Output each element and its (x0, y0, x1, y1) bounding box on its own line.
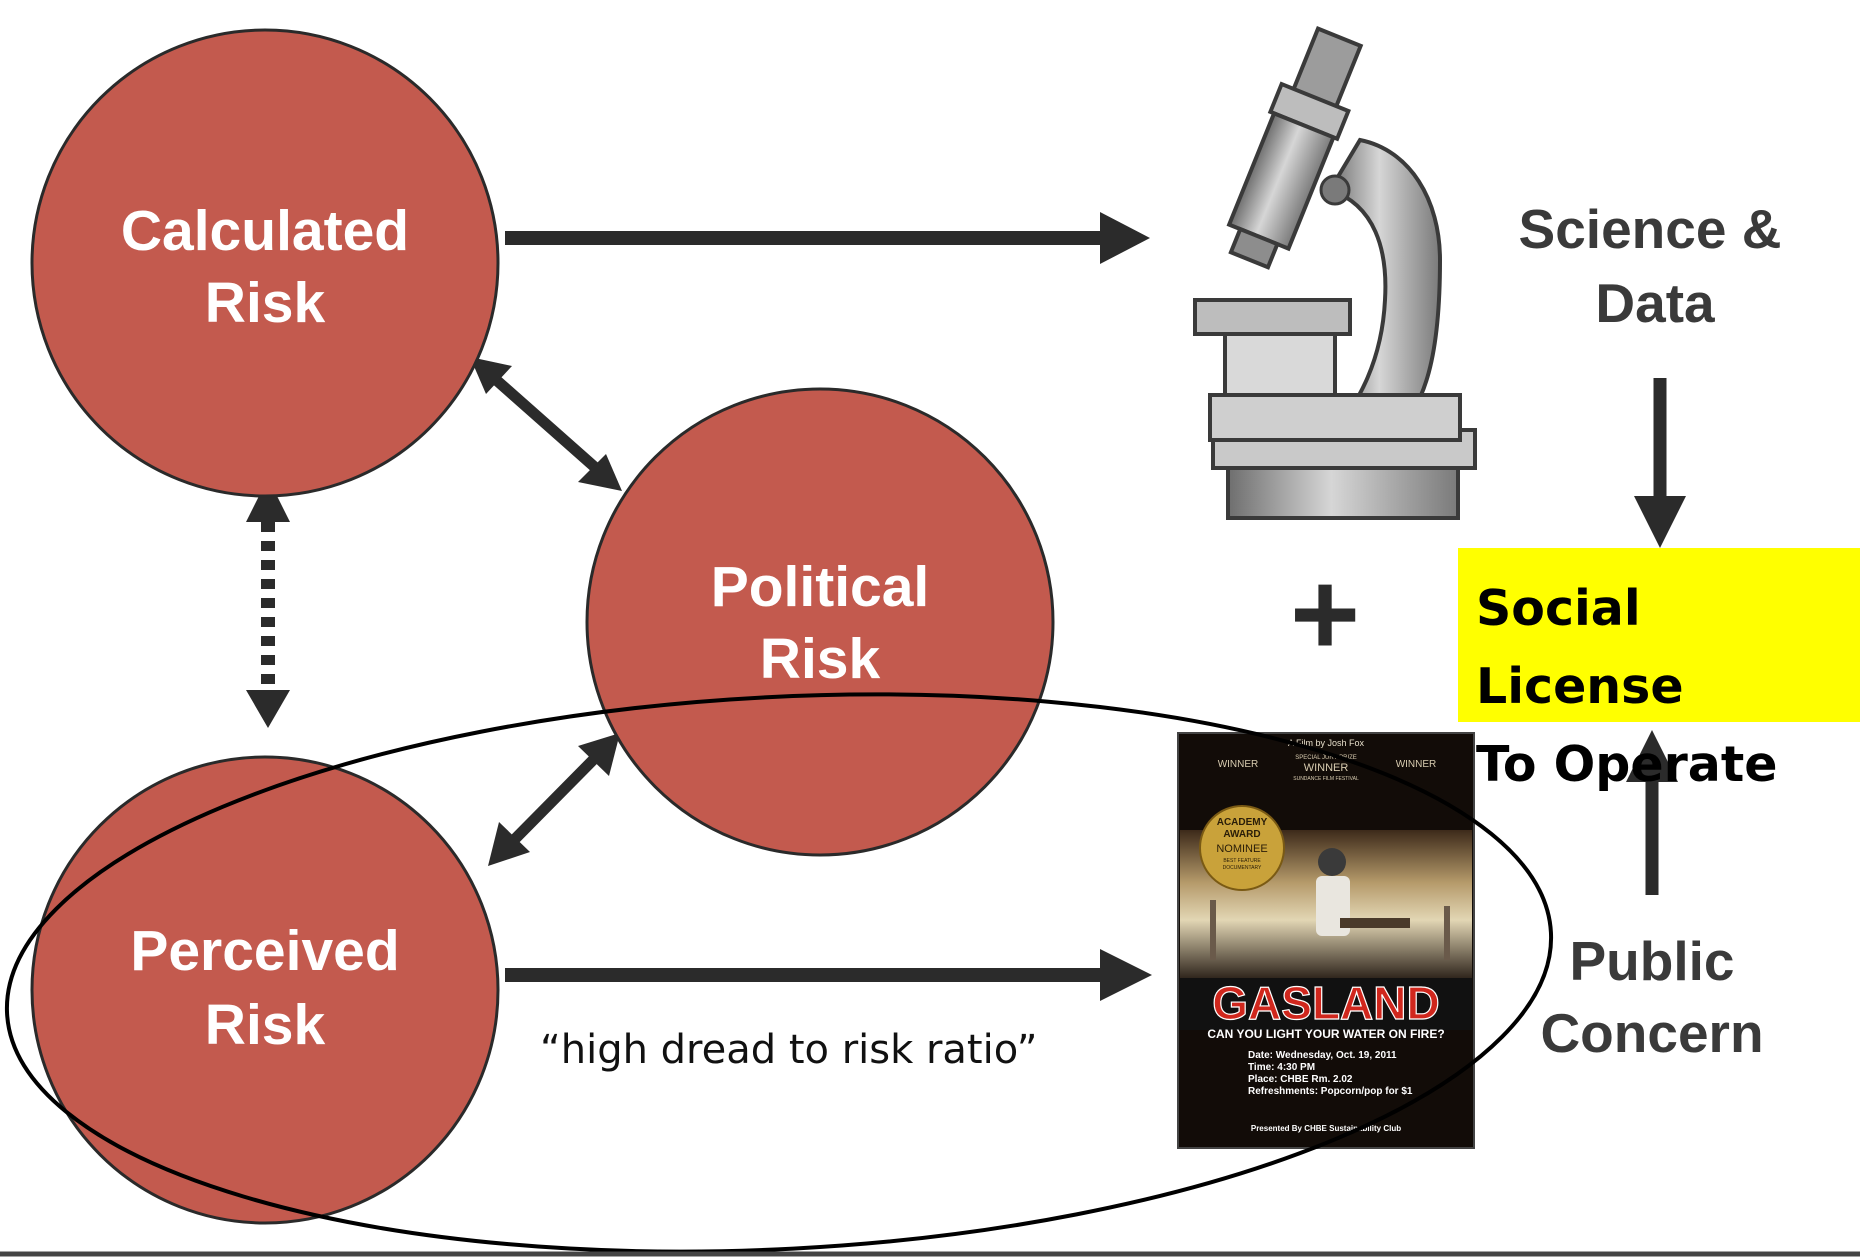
perceived-risk-label-1: Perceived (130, 919, 399, 983)
science-data-label-2: Data (1595, 272, 1715, 334)
perceived-risk-label-2: Risk (205, 993, 326, 1057)
social-license-box: Social License To Operate (1458, 548, 1860, 793)
poster-award-badge: ACADEMY AWARD NOMINEE BEST FEATURE DOCUM… (1199, 805, 1285, 891)
calculated-risk-label-2: Risk (205, 271, 326, 335)
arrow-public-to-license (1626, 730, 1678, 895)
public-concern-label-2: Concern (1540, 1002, 1763, 1064)
poster-presented-by: Presented By CHBE Sustainability Club (1251, 1124, 1401, 1133)
badge-line-4: BEST FEATURE (1223, 858, 1261, 864)
badge-line-3: NOMINEE (1216, 843, 1267, 855)
badge-line-5: DOCUMENTARY (1223, 865, 1262, 871)
poster-date: Date: Wednesday, Oct. 19, 2011 (1248, 1050, 1397, 1061)
social-license-line-1: Social License (1476, 580, 1684, 715)
poster-place: Place: CHBE Rm. 2.02 (1248, 1074, 1353, 1085)
political-risk-label-1: Political (711, 555, 930, 619)
arrow-calculated-to-science (505, 212, 1150, 264)
microscope-icon (1193, 26, 1477, 520)
poster-byline: A Film by Josh Fox (1288, 738, 1365, 748)
highlight-ellipse (4, 692, 1554, 1254)
arrow-calculated-perceived-dotted (246, 478, 290, 728)
poster-figure (1210, 848, 1450, 960)
poster-laurel-left: WINNER (1218, 759, 1259, 770)
arrow-science-to-license (1634, 378, 1686, 548)
social-license-line-2: To Operate (1476, 736, 1778, 793)
poster-laurel-center-top: SPECIAL JURY PRIZE (1295, 755, 1357, 761)
plus-sign: + (1290, 547, 1360, 681)
poster-laurel-center-bottom: SUNDANCE FILM FESTIVAL (1293, 776, 1359, 782)
dread-ratio-quote: “high dread to risk ratio” (540, 1027, 1038, 1073)
social-license-text: Social License To Operate (1476, 570, 1860, 804)
science-data-label-1: Science & (1519, 198, 1782, 260)
political-risk-label-2: Risk (760, 627, 881, 691)
calculated-risk-label-1: Calculated (121, 199, 409, 263)
node-calculated-risk: Calculated Risk (30, 28, 500, 498)
poster-laurel-right: WINNER (1396, 759, 1437, 770)
public-concern-label-1: Public (1569, 930, 1734, 992)
badge-line-2: AWARD (1223, 829, 1260, 840)
poster-refreshments: Refreshments: Popcorn/pop for $1 (1248, 1086, 1413, 1097)
arrow-calculated-political (470, 357, 622, 491)
arrow-perceived-to-poster (505, 949, 1152, 1001)
poster-time: Time: 4:30 PM (1248, 1062, 1315, 1073)
arrow-political-perceived (488, 733, 620, 866)
poster-laurel-center: WINNER (1304, 762, 1349, 774)
badge-line-1: ACADEMY (1217, 817, 1268, 828)
node-political-risk: Political Risk (585, 387, 1055, 857)
poster-title: GASLAND (1212, 977, 1439, 1029)
node-perceived-risk: Perceived Risk (30, 755, 500, 1225)
poster-tagline: CAN YOU LIGHT YOUR WATER ON FIRE? (1207, 1027, 1444, 1041)
gasland-poster: A Film by Josh Fox WINNER SPECIAL JURY P… (1177, 732, 1475, 1149)
